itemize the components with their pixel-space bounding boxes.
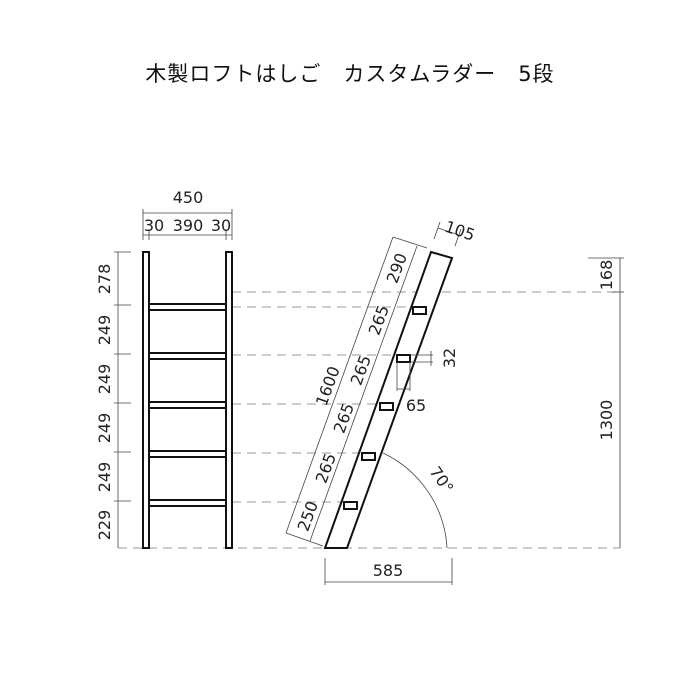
rung	[148, 499, 227, 507]
rung-section	[379, 402, 394, 411]
rung-section	[396, 354, 411, 363]
angle-arc	[382, 452, 448, 549]
rung	[148, 352, 227, 360]
top-offset-label: 168	[597, 260, 616, 291]
side-spacing-label: 250	[294, 499, 322, 534]
rung-section	[412, 306, 427, 315]
rung	[148, 450, 227, 458]
rail-depth-label: 105	[442, 217, 477, 245]
side-spacing-label: 290	[383, 251, 411, 286]
diagram-title: 木製ロフトはしご カスタムラダー 5段	[145, 62, 555, 86]
height-label: 1300	[597, 400, 616, 441]
spacing-label: 249	[95, 413, 114, 444]
side-spacing-label: 265	[330, 401, 358, 436]
left-rail	[142, 251, 150, 549]
right-rail	[225, 251, 233, 549]
angle-label: 70°	[426, 463, 458, 497]
inner-width-label: 390	[173, 216, 204, 235]
spacing-label: 249	[95, 364, 114, 395]
rung-depth-label: 65	[406, 396, 426, 415]
rung	[148, 303, 227, 311]
base-width-label: 585	[373, 561, 404, 580]
left-rail-width-label: 30	[144, 216, 164, 235]
spacing-label: 278	[95, 264, 114, 295]
side-spacing-label: 265	[347, 353, 375, 388]
spacing-label: 229	[95, 510, 114, 541]
front-view: 450 30 390 30 278 249 249 249 249 229	[95, 188, 233, 549]
right-rail-width-label: 30	[211, 216, 231, 235]
side-view: 105 1600 290 265 265 265 265 250 32 65 7…	[285, 217, 624, 585]
side-spacing-label: 265	[365, 303, 393, 338]
rung-section	[343, 501, 358, 510]
side-spacing-label: 265	[312, 451, 340, 486]
side-rail	[323, 250, 454, 549]
rung-height-label: 32	[440, 348, 459, 368]
reference-lines	[118, 291, 620, 549]
spacing-label: 249	[95, 462, 114, 493]
rung-section	[361, 452, 376, 461]
rung	[148, 401, 227, 409]
total-width-label: 450	[173, 188, 204, 207]
spacing-label: 249	[95, 315, 114, 346]
